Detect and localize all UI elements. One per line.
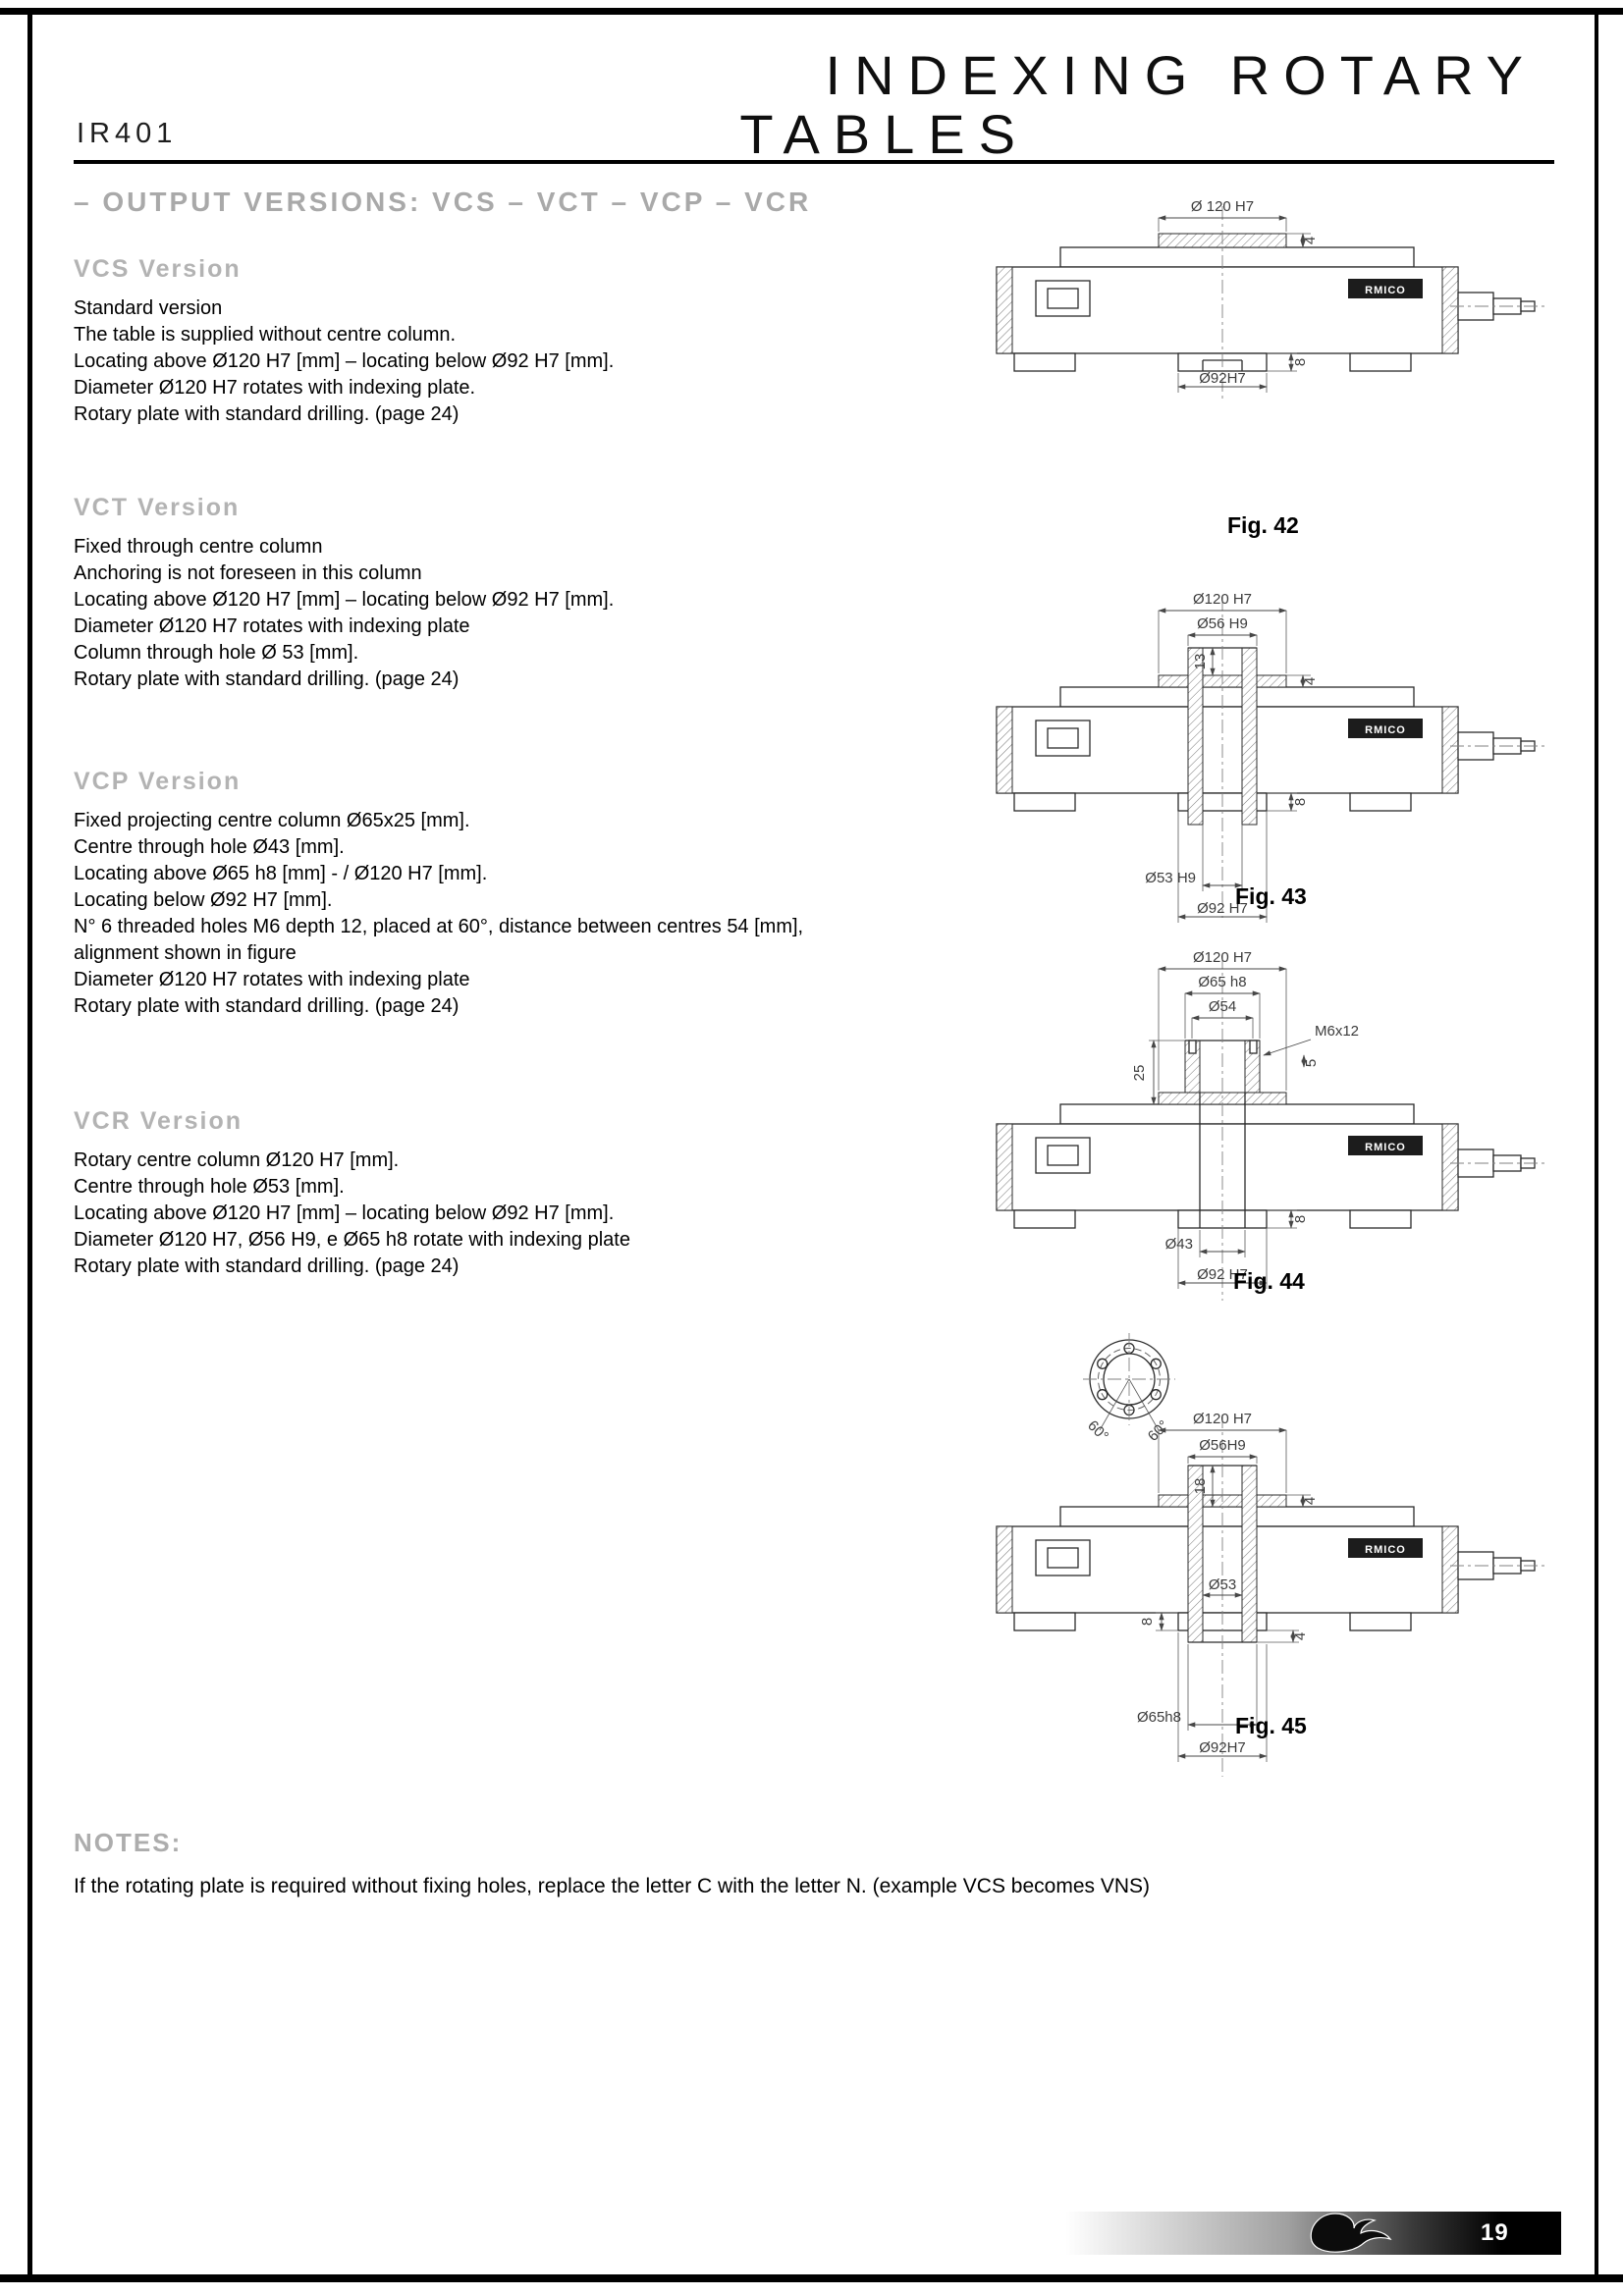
fig44-dim-d120: Ø120 H7 [1193,949,1252,966]
fig45-dimensions [1156,1427,1311,1762]
fig44-dimensions [1149,966,1312,1289]
fig43-centerlines [1221,597,1544,918]
vcr-line: Locating above Ø120 H7 [mm] – locating b… [74,1202,615,1224]
vct-line: Column through hole Ø 53 [mm]. [74,642,359,664]
fig43-dim-d56: Ø56 H9 [1197,615,1248,632]
fig44-brand-label: RMICO [1365,1142,1406,1153]
fig44-dim-d43: Ø43 [1165,1236,1193,1253]
fig44-drawing: Ø120 H7 Ø65 h8 Ø54 25 M6x12 5 Ø43 8 Ø92 … [996,949,1544,1445]
vcr-version-block: VCR Version Rotary centre column Ø120 H7… [74,1107,957,1280]
fig45-dim-h4-top: 4 [1302,1497,1319,1505]
model-code: IR401 [77,118,178,149]
fig42-caption: Fig. 42 [1227,512,1299,538]
fig42-centerlines [1221,206,1544,402]
vcr-version-heading: VCR Version [74,1107,243,1135]
page-border-left [27,8,32,2282]
fig44-dim-d54: Ø54 [1209,998,1236,1015]
fig45-dim-h8: 8 [1139,1618,1156,1626]
vcs-line: Rotary plate with standard drilling. (pa… [74,403,460,425]
header-rule [74,160,1554,164]
vcs-version-heading: VCS Version [74,255,242,283]
notes-heading: NOTES: [74,1828,183,1857]
vcs-line: Locating above Ø120 H7 [mm] – locating b… [74,350,615,372]
vcp-line: Centre through hole Ø43 [mm]. [74,836,345,858]
fig45-dim-h18: 18 [1192,1478,1209,1495]
vcp-version-heading: VCP Version [74,768,242,795]
fig45-brand-label: RMICO [1365,1544,1406,1556]
fig43-dim-h8: 8 [1292,798,1309,806]
fig43-dim-h13: 13 [1192,654,1209,670]
vct-version-heading: VCT Version [74,494,241,521]
page-border-right [1595,8,1598,2282]
fig44-dim-h8: 8 [1292,1215,1309,1223]
vct-line: Locating above Ø120 H7 [mm] – locating b… [74,589,615,611]
fig42-drawing: Ø 120 H7 4 Ø92H7 8 RMICO [996,198,1544,402]
fig44-dim-d92: Ø92 H7 [1197,1266,1248,1283]
vcp-line: Locating below Ø92 H7 [mm]. [74,889,333,911]
fig43-drawing: Ø120 H7 Ø56 H9 13 4 8 Ø53 H9 Ø92 H7 RMIC… [996,591,1544,923]
vcr-line: Rotary plate with standard drilling. (pa… [74,1255,460,1277]
vcs-version-block: VCS Version Standard version The table i… [74,255,957,428]
fig42-dimensions [1158,215,1311,393]
vct-line: Fixed through centre column [74,536,323,558]
fig44-dim-h25: 25 [1131,1065,1148,1082]
fig43-dim-d120: Ø120 H7 [1193,591,1252,608]
fig42-dim-d120: Ø 120 H7 [1191,198,1254,215]
vct-line: Rotary plate with standard drilling. (pa… [74,668,460,690]
fig45-dim-d56: Ø56H9 [1199,1437,1246,1454]
fig42-table-section [996,233,1536,372]
fig43-caption: Fig. 43 [1235,883,1307,909]
notes-text: If the rotating plate is required withou… [74,1875,1151,1897]
vcp-line: Fixed projecting centre column Ø65x25 [m… [74,810,470,831]
vcs-line: The table is supplied without centre col… [74,324,457,346]
fig45-dim-h4-bottom: 4 [1292,1632,1309,1640]
fig42-brand-label: RMICO [1365,285,1406,296]
vcr-line: Rotary centre column Ø120 H7 [mm]. [74,1149,400,1171]
vcr-line: Diameter Ø120 H7, Ø56 H9, e Ø65 h8 rotat… [74,1229,630,1251]
page-border-top [0,8,1623,15]
vcs-line: Diameter Ø120 H7 rotates with indexing p… [74,377,476,399]
fig45-dim-d120: Ø120 H7 [1193,1411,1252,1427]
brand-logo-shape [1310,2213,1392,2253]
fig42-dim-h4: 4 [1302,237,1319,244]
fig45-dim-d53: Ø53 [1209,1576,1236,1593]
fig42-dim-d92: Ø92H7 [1199,370,1246,387]
fig43-dim-d53: Ø53 H9 [1145,870,1196,886]
vcp-line: Locating above Ø65 h8 [mm] - / Ø120 H7 [… [74,863,488,884]
fig45-dim-d92: Ø92H7 [1199,1739,1246,1756]
fig44-bolt-circle-view [1083,1333,1175,1431]
vct-line: Anchoring is not foreseen in this column [74,562,422,584]
fig44-dim-d65: Ø65 h8 [1198,974,1246,990]
section-title: – OUTPUT VERSIONS: VCS – VCT – VCP – VCR [74,187,812,217]
page-number: 19 [1481,2219,1509,2246]
vcp-version-block: VCP Version Fixed projecting centre colu… [74,768,957,1020]
page-title-line1: INDEXING ROTARY [825,44,1537,106]
vcp-line: Rotary plate with standard drilling. (pa… [74,995,460,1017]
vcp-line: alignment shown in figure [74,942,297,964]
vcp-line: N° 6 threaded holes M6 depth 12, placed … [74,916,804,937]
vcr-line: Centre through hole Ø53 [mm]. [74,1176,345,1198]
fig43-table-section [996,647,1536,826]
fig44-centerlines [1221,955,1544,1301]
vcs-line: Standard version [74,297,223,319]
fig44-dim-h5: 5 [1303,1059,1320,1067]
brand-logo-icon [1310,2213,1392,2253]
vct-version-block: VCT Version Fixed through centre column … [74,494,957,693]
fig44-caption: Fig. 44 [1233,1268,1305,1294]
fig45-drawing: Ø120 H7 Ø56H9 18 4 Ø53 8 4 Ø65h8 Ø92H7 R… [996,1411,1544,1777]
fig44-table-section [996,1040,1536,1229]
page-title-line2: TABLES [739,103,1029,165]
fig42-dim-h8: 8 [1292,358,1309,366]
fig45-caption: Fig. 45 [1235,1713,1307,1738]
page-border-bottom [0,2274,1623,2282]
fig45-table-section [996,1465,1536,1643]
fig43-dim-h4: 4 [1302,677,1319,685]
fig43-brand-label: RMICO [1365,724,1406,736]
fig43-dim-d92: Ø92 H7 [1197,900,1248,917]
fig45-dim-d65: Ø65h8 [1137,1709,1181,1726]
fig44-dim-m6: M6x12 [1315,1023,1359,1040]
vcp-line: Diameter Ø120 H7 rotates with indexing p… [74,969,470,990]
vct-line: Diameter Ø120 H7 rotates with indexing p… [74,615,470,637]
fig43-dimensions [1158,608,1311,923]
